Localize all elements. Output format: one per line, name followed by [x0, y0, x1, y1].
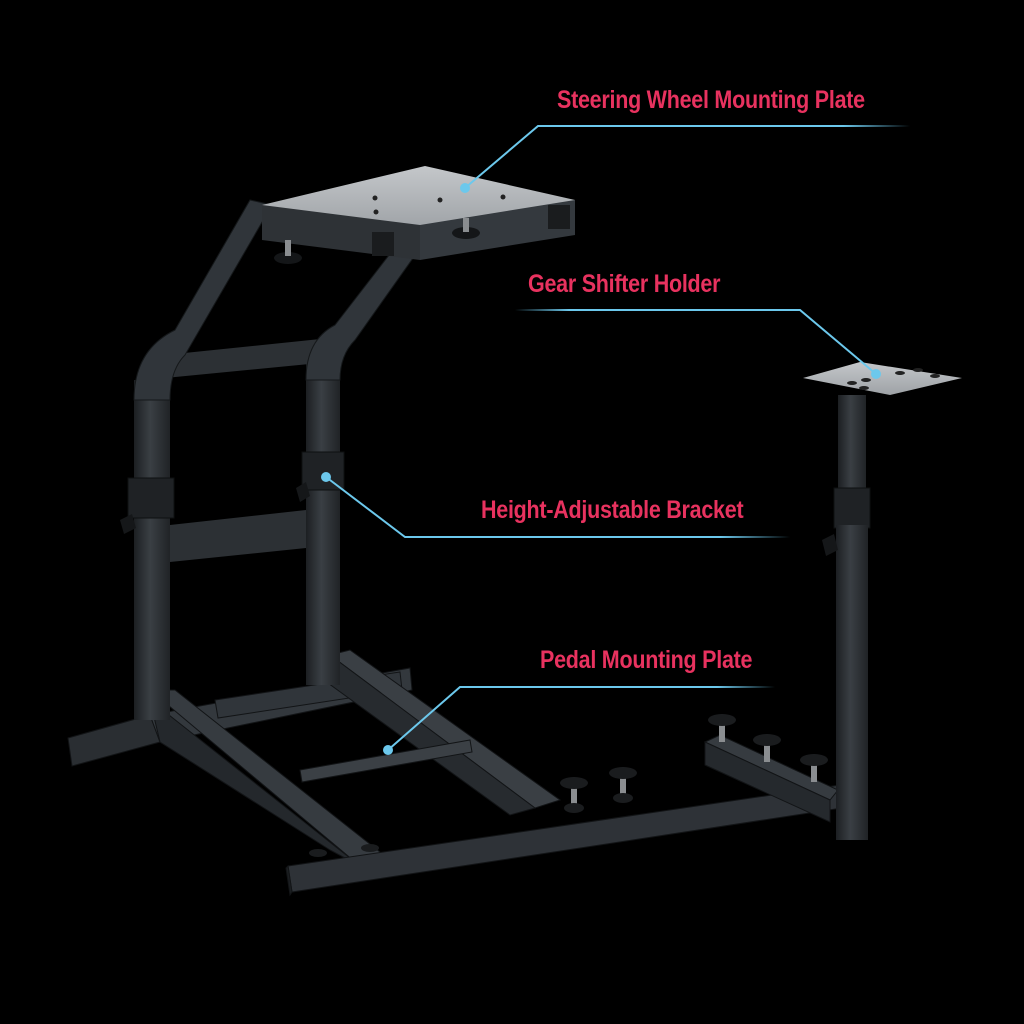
callout-line-pedal [387, 686, 775, 751]
callout-line-bracket [325, 476, 790, 538]
callout-line-steering [464, 125, 910, 189]
label-height-adjustable-bracket: Height-Adjustable Bracket [481, 496, 744, 524]
steering-wheel-plate [262, 166, 575, 264]
label-pedal-mounting-plate: Pedal Mounting Plate [540, 646, 753, 674]
shifter-post [803, 362, 962, 840]
label-steering-wheel-mounting-plate: Steering Wheel Mounting Plate [557, 86, 865, 114]
callout-line-shifter [515, 309, 877, 375]
main-uprights [120, 199, 441, 720]
label-gear-shifter-holder: Gear Shifter Holder [528, 270, 721, 298]
adjustment-knobs [309, 714, 828, 857]
callout-lines [321, 125, 910, 755]
base-frame [67, 649, 843, 897]
